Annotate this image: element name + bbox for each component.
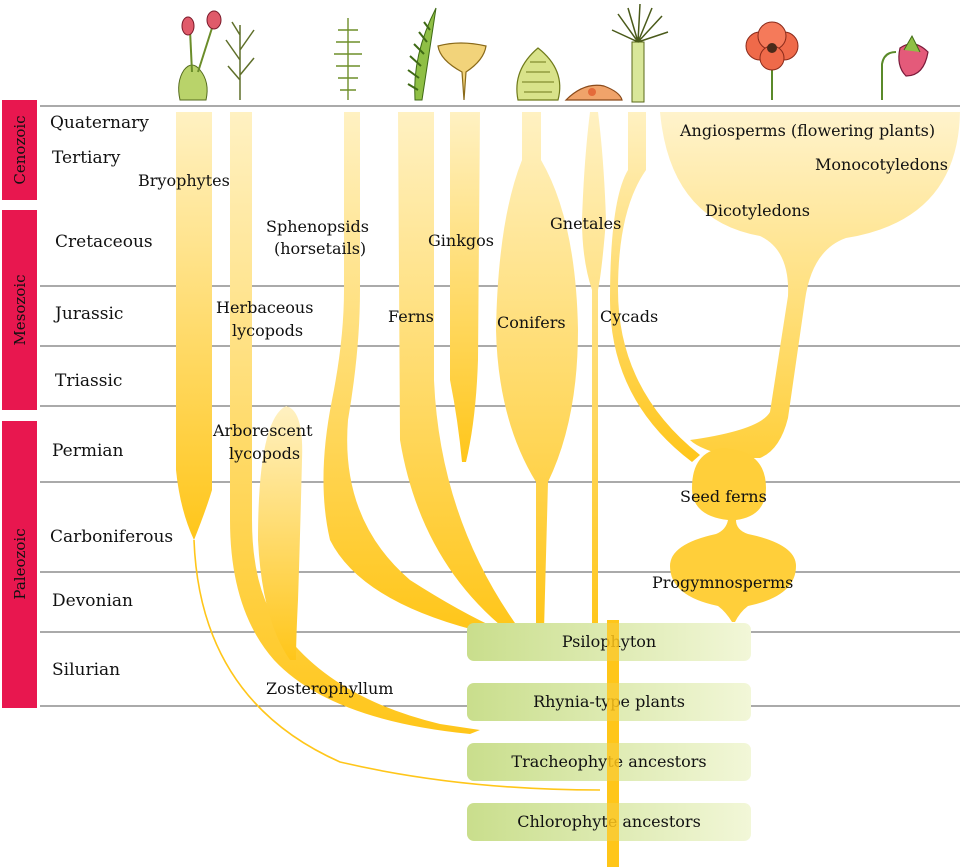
svg-text:Paleozoic: Paleozoic: [11, 528, 29, 599]
period-label-jurassic: Jurassic: [53, 304, 123, 324]
gnetales-flower-illustration-icon: [564, 84, 623, 101]
label-arborescent: Arborescent: [212, 421, 313, 440]
label-bryophytes: Bryophytes: [138, 171, 230, 190]
label-herbaceous: Herbaceous: [216, 298, 313, 317]
label-conifers: Conifers: [497, 313, 566, 332]
period-label-tertiary: Tertiary: [52, 148, 121, 168]
label-horsetails: (horsetails): [274, 239, 366, 258]
label-arborescent-lycopods: lycopods: [229, 444, 300, 463]
label-cycads: Cycads: [600, 307, 658, 326]
period-label-cretaceous: Cretaceous: [55, 232, 153, 252]
lineage-branches: [176, 112, 960, 867]
label-herbaceous-lycopods: lycopods: [232, 321, 303, 340]
moss-illustration-icon: [178, 10, 222, 101]
label-seed-ferns: Seed ferns: [680, 487, 767, 506]
era-bar-paleozoic: Paleozoic: [2, 421, 37, 708]
label-monocotyledons: Monocotyledons: [815, 155, 948, 174]
period-label-triassic: Triassic: [55, 371, 122, 391]
period-label-silurian: Silurian: [52, 660, 120, 680]
era-bar-cenozoic: Cenozoic: [2, 100, 37, 200]
cycad-palm-illustration-icon: [611, 3, 669, 103]
label-progymnosperms: Progymnosperms: [652, 573, 793, 592]
label-dicotyledons: Dicotyledons: [705, 201, 810, 220]
period-label-quaternary: Quaternary: [50, 113, 149, 133]
liverwort-illustration-icon: [225, 21, 255, 100]
label-ginkgos: Ginkgos: [428, 231, 494, 250]
poppy-flower-illustration-icon: [745, 21, 799, 100]
label-angiosperms: Angiosperms (flowering plants): [679, 121, 935, 140]
label-ferns: Ferns: [388, 307, 434, 326]
ginkgo-leaf-illustration-icon: [437, 42, 487, 101]
lily-flower-illustration-icon: [881, 34, 929, 100]
svg-text:Mesozoic: Mesozoic: [11, 274, 29, 345]
period-label-devonian: Devonian: [52, 591, 133, 611]
period-label-permian: Permian: [52, 441, 124, 461]
period-label-carboniferous: Carboniferous: [50, 527, 173, 547]
label-sphenopsids: Sphenopsids: [266, 217, 369, 236]
svg-text:Cenozoic: Cenozoic: [11, 115, 29, 184]
fern-frond-illustration-icon: [407, 7, 437, 101]
central-trunk: [607, 620, 619, 867]
horsetail-illustration-icon: [334, 18, 362, 100]
label-gnetales: Gnetales: [550, 214, 621, 233]
label-zosterophyllum: Zosterophyllum: [266, 679, 393, 698]
era-bar-mesozoic: Mesozoic: [2, 210, 37, 410]
conifer-cone-illustration-icon: [516, 47, 561, 101]
